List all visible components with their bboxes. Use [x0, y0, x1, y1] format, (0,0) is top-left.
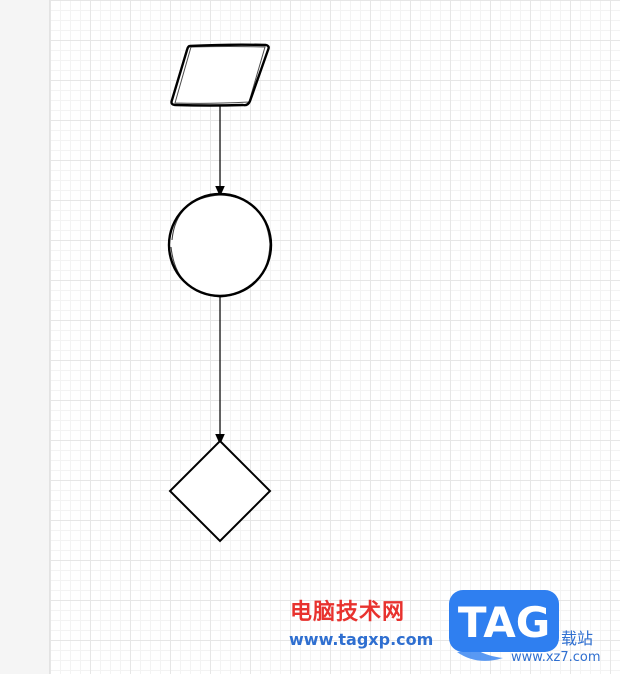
watermark-site-name: 电脑技术网	[290, 600, 406, 625]
watermark-side-url: www.xz7.com	[511, 650, 601, 665]
shape-circle[interactable]	[167, 192, 273, 298]
watermark-site-url: www.tagxp.com	[289, 630, 434, 649]
shape-diamond[interactable]	[168, 439, 272, 543]
tag-logo-text: TAG	[458, 598, 550, 647]
left-gutter	[0, 0, 50, 674]
watermark-side-text: 载站	[561, 629, 594, 648]
tag-logo: TAG	[449, 590, 559, 661]
shape-parallelogram[interactable]	[170, 43, 270, 107]
diagram-canvas[interactable]	[50, 0, 620, 674]
